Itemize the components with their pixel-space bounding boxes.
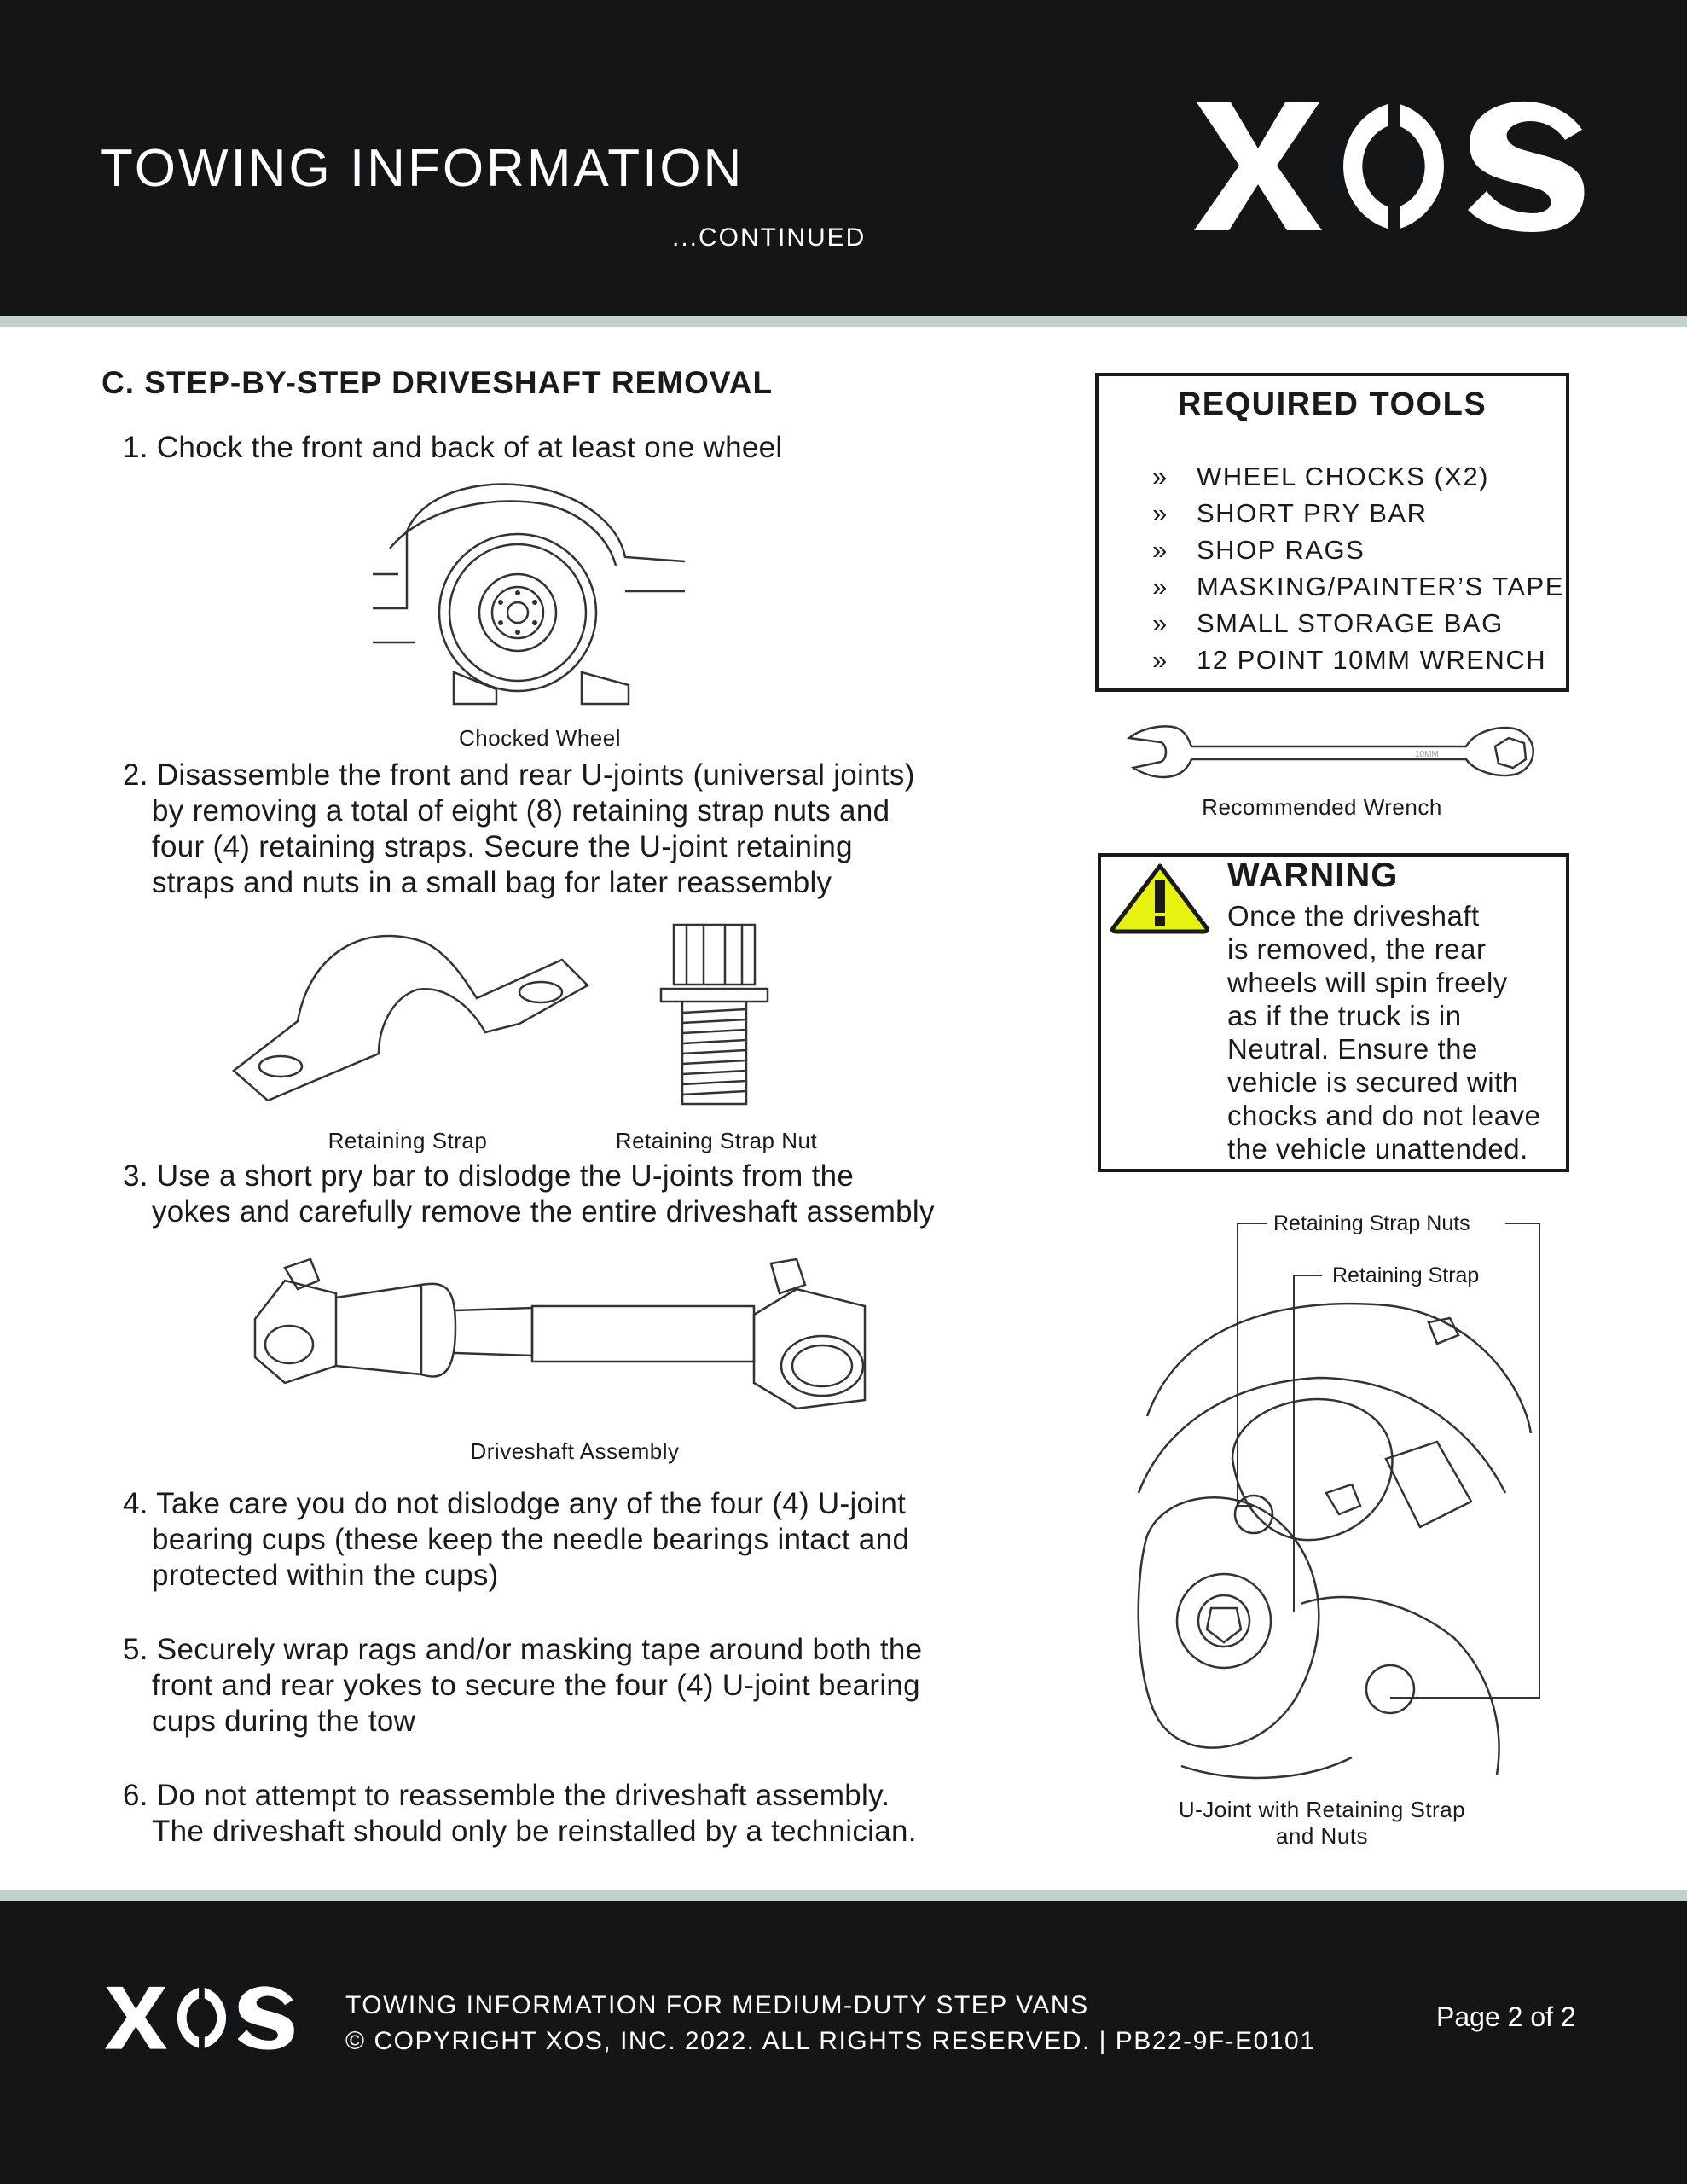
- tool-item: » MASKING/PAINTER’S TAPE: [1152, 568, 1564, 605]
- header-bar: [0, 0, 1687, 316]
- driveshaft-illustration: [253, 1258, 867, 1410]
- warning-text: chocks and do not leave: [1227, 1100, 1541, 1131]
- tool-item: » WHEEL CHOCKS (X2): [1152, 458, 1564, 495]
- step-text: front and rear yokes to secure the four …: [152, 1669, 920, 1702]
- footer-copyright: © COPYRIGHT XOS, INC. 2022. ALL RIGHTS R…: [345, 2027, 1316, 2055]
- step-1: 1. Chock the front and back of at least …: [123, 430, 783, 466]
- label-retaining-strap: Retaining Strap: [1332, 1263, 1479, 1287]
- xos-logo: [1190, 96, 1591, 236]
- step-text: 2. Disassemble the front and rear U-join…: [123, 758, 915, 792]
- step-5: 5. Securely wrap rags and/or masking tap…: [123, 1632, 922, 1740]
- page-number: Page 2 of 2: [1436, 2001, 1576, 2032]
- retaining-strap-illustration: [232, 934, 590, 1101]
- wrench-size-mark: 10MM: [1415, 750, 1439, 759]
- bullet-icon: »: [1152, 645, 1168, 675]
- step-text: 5. Securely wrap rags and/or masking tap…: [123, 1633, 923, 1666]
- xos-logo-mark: [1194, 101, 1585, 232]
- caption-retaining-strap-nut: Retaining Strap Nut: [615, 1128, 818, 1153]
- tool-label: MASKING/PAINTER’S TAPE: [1197, 572, 1564, 601]
- tool-label: 12 POINT 10MM WRENCH: [1197, 645, 1547, 675]
- warning-text: as if the truck is in: [1227, 1000, 1462, 1031]
- tool-item: » 12 POINT 10MM WRENCH: [1152, 642, 1564, 678]
- bullet-icon: »: [1152, 572, 1168, 601]
- label-retaining-strap-nuts: Retaining Strap Nuts: [1273, 1211, 1470, 1235]
- footer-xos-logo: [100, 1984, 300, 2051]
- step-text: 1. Chock the front and back of at least …: [123, 431, 783, 464]
- footer-text: TOWING INFORMATION FOR MEDIUM-DUTY STEP …: [345, 1988, 1315, 2059]
- retaining-strap-nut-illustration: [659, 923, 769, 1106]
- warning-text: Neutral. Ensure the: [1227, 1033, 1478, 1065]
- step-text: 3. Use a short pry bar to dislodge the U…: [123, 1159, 855, 1193]
- warning-text: wheels will spin freely: [1227, 967, 1508, 998]
- tool-label: SMALL STORAGE BAG: [1197, 608, 1504, 638]
- tool-item: » SMALL STORAGE BAG: [1152, 605, 1564, 642]
- warning-text: the vehicle unattended.: [1227, 1133, 1528, 1165]
- bullet-icon: »: [1152, 535, 1168, 565]
- bullet-icon: »: [1152, 462, 1168, 491]
- tool-item: » SHOP RAGS: [1152, 531, 1564, 568]
- page-title: TOWING INFORMATION: [101, 139, 745, 198]
- footer-doc-title: TOWING INFORMATION FOR MEDIUM-DUTY STEP …: [345, 1991, 1089, 2019]
- step-text: 4. Take care you do not dislodge any of …: [123, 1487, 907, 1520]
- footer-xos-logo-mark: [104, 1986, 294, 2050]
- tool-item: » SHORT PRY BAR: [1152, 495, 1564, 531]
- footer-divider: [0, 1890, 1687, 1901]
- section-heading: C. STEP-BY-STEP DRIVESHAFT REMOVAL: [101, 365, 774, 400]
- caption-recommended-wrench: Recommended Wrench: [1202, 794, 1442, 820]
- warning-text: vehicle is secured with: [1227, 1066, 1519, 1098]
- tool-label: SHOP RAGS: [1197, 535, 1365, 565]
- caption-line: and Nuts: [1275, 1823, 1369, 1849]
- caption-driveshaft: Driveshaft Assembly: [470, 1438, 680, 1464]
- warning-text: is removed, the rear: [1227, 933, 1487, 965]
- step-text: cups during the tow: [152, 1705, 416, 1738]
- step-text: The driveshaft should only be reinstalle…: [152, 1815, 917, 1848]
- step-2: 2. Disassemble the front and rear U-join…: [123, 758, 915, 901]
- warning-triangle-icon: [1110, 863, 1209, 934]
- step-text: bearing cups (these keep the needle bear…: [152, 1523, 910, 1556]
- step-text: 6. Do not attempt to reassemble the driv…: [123, 1779, 890, 1812]
- caption-retaining-strap: Retaining Strap: [328, 1128, 488, 1153]
- required-tools-title: REQUIRED TOOLS: [1177, 386, 1487, 422]
- warning-box: WARNING Once the driveshaft is removed, …: [1098, 853, 1569, 1172]
- warning-text: Once the driveshaft: [1227, 900, 1480, 932]
- step-3: 3. Use a short pry bar to dislodge the U…: [123, 1159, 935, 1230]
- tool-label: WHEEL CHOCKS (X2): [1197, 462, 1490, 491]
- step-text: by removing a total of eight (8) retaini…: [152, 794, 890, 828]
- wrench-illustration: 10MM: [1126, 725, 1534, 779]
- step-text: four (4) retaining straps. Secure the U-…: [152, 830, 853, 863]
- caption-line: U-Joint with Retaining Strap: [1178, 1797, 1466, 1822]
- step-text: protected within the cups): [152, 1559, 499, 1592]
- page-subtitle: ...CONTINUED: [672, 224, 867, 252]
- tool-label: SHORT PRY BAR: [1197, 498, 1428, 528]
- step-text: straps and nuts in a small bag for later…: [152, 866, 832, 899]
- header-divider: [0, 316, 1687, 327]
- step-6: 6. Do not attempt to reassemble the driv…: [123, 1778, 917, 1850]
- bullet-icon: »: [1152, 608, 1168, 638]
- warning-title: WARNING: [1227, 857, 1399, 894]
- bullet-icon: »: [1152, 498, 1168, 528]
- caption-ujoint: U-Joint with Retaining Strap and Nuts: [1109, 1797, 1535, 1850]
- caption-chocked-wheel: Chocked Wheel: [458, 725, 622, 751]
- required-tools-box: REQUIRED TOOLS » WHEEL CHOCKS (X2) » SHORT…: [1095, 373, 1569, 692]
- ujoint-illustration: Retaining Strap Nuts Retaining Strap: [1137, 1211, 1540, 1780]
- step-4: 4. Take care you do not dislodge any of …: [123, 1486, 909, 1594]
- step-text: yokes and carefully remove the entire dr…: [152, 1195, 935, 1228]
- chocked-wheel-illustration: [373, 483, 685, 706]
